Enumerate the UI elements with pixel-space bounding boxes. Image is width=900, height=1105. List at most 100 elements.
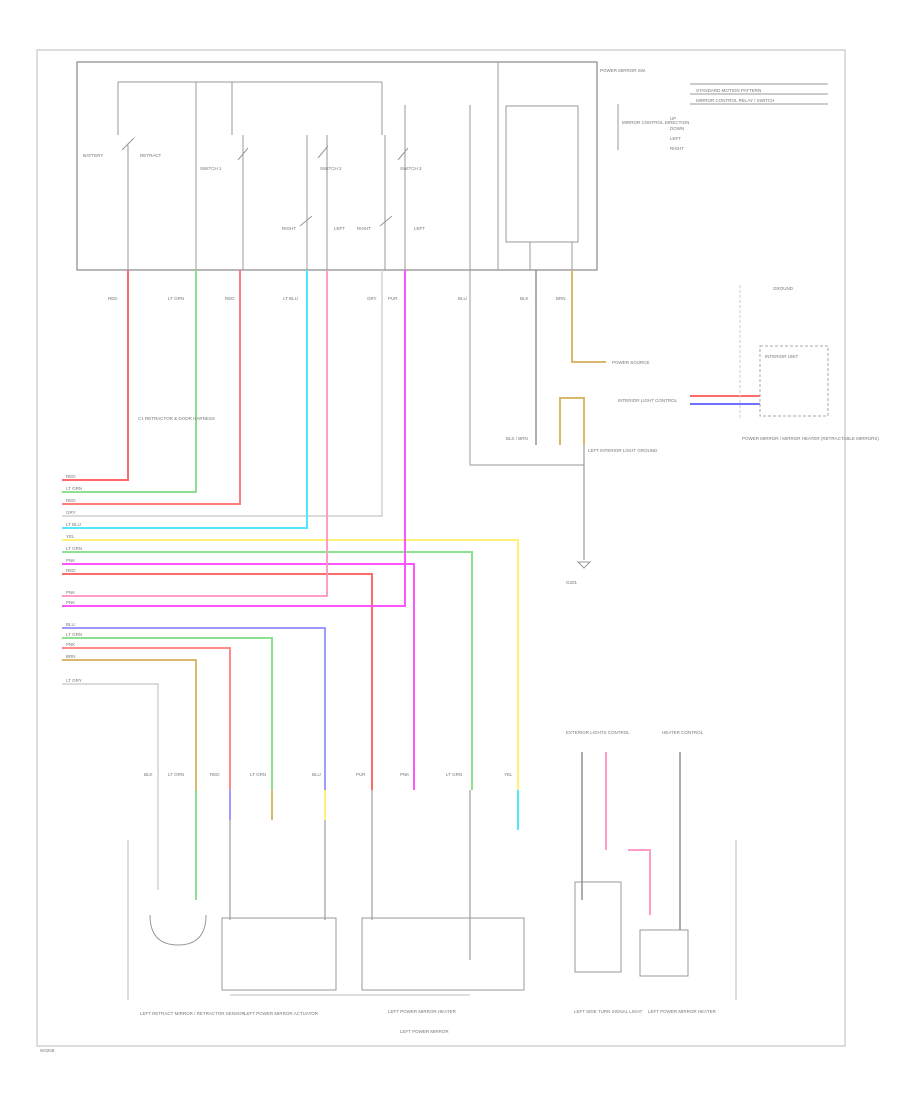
component-label-1: LEFT RETRACT MIRROR / RETRACTOR SENSOR <box>140 1011 246 1016</box>
splice-label: BLK / BRN <box>506 436 528 441</box>
sw-item-left-2: LEFT <box>414 226 425 231</box>
interior-unit-caption: POWER MIRROR / MIRROR HEATER (RETRACTABL… <box>742 436 879 441</box>
sw-item-left-1: LEFT <box>334 226 345 231</box>
top-wire-label-4: LT BLU <box>283 296 298 301</box>
sw-item-retract: RETRACT <box>140 153 162 158</box>
wire-red-2 <box>62 270 241 505</box>
power-source-label: POWER SOURCE <box>612 360 650 365</box>
left-wire-label-14: PNK <box>66 642 75 647</box>
wire-cyan <box>62 270 308 529</box>
wire-blue <box>62 627 326 790</box>
motion-table: STANDARD MOTION PATTERN MIRROR CONTROL R… <box>617 83 828 151</box>
ground-label: G201 <box>566 580 578 585</box>
ground-note: GROUND <box>773 286 794 291</box>
top-wire-label-2: LT GRN <box>168 296 184 301</box>
wire-yellow <box>62 539 519 790</box>
left-wire-label-9: RED <box>66 568 76 573</box>
left-wire-labels: RED LT GRN RED GRY LT BLU YEL LT GRN PNK… <box>66 474 82 683</box>
heater-box <box>361 917 525 991</box>
left-wire-label-10: PNK <box>66 590 75 595</box>
wire-green-3 <box>62 637 273 790</box>
bottom-label-8: LT GRN <box>446 772 462 777</box>
wire-pink-1 <box>62 270 328 597</box>
table-row-down: DOWN <box>670 126 684 131</box>
table-title-1: STANDARD MOTION PATTERN <box>696 88 761 93</box>
table-title-2: MIRROR CONTROL RELAY / SWITCH <box>696 98 774 103</box>
left-wire-label-16: LT GRY <box>66 678 82 683</box>
interior-unit-box <box>759 345 829 417</box>
bottom-label-7: PNK <box>400 772 409 777</box>
left-wire-label-13: LT GRN <box>66 632 82 637</box>
sw-item-switch2: SWITCH 2 <box>320 166 342 171</box>
left-wire-label-3: RED <box>66 498 76 503</box>
switch-box: POWER MIRROR SW. BATTERY RETRACT <box>76 61 646 271</box>
wire-tan <box>571 270 606 363</box>
left-wire-label-12: BLU <box>66 622 75 627</box>
wire-brown <box>62 659 197 790</box>
bottom-label-10: EXTERIOR LIGHTS CONTROL <box>566 730 630 735</box>
component-label-4: LEFT SIDE TURN SIGNAL LIGHT <box>574 1009 643 1014</box>
interior-light-label: INTERIOR LIGHT CONTROL <box>618 398 678 403</box>
bottom-label-6: PUR <box>356 772 366 777</box>
sw-item-right-1: RIGHT <box>282 226 296 231</box>
left-wire-label-1: RED <box>66 474 76 479</box>
footer-code: W3208 <box>40 1048 55 1053</box>
bottom-label-11: HEATER CONTROL <box>662 730 704 735</box>
actuator-box <box>221 917 337 991</box>
table-row-up: UP <box>670 116 676 121</box>
wire-pink-2 <box>62 647 231 790</box>
component-label-5: LEFT POWER MIRROR HEATER <box>648 1009 717 1014</box>
switch-box-label: POWER MIRROR SW. <box>600 68 646 73</box>
left-wire-label-8: PNK <box>66 558 75 563</box>
turn-signal-box <box>574 881 622 973</box>
bottom-label-5: BLU <box>312 772 321 777</box>
bottom-label-1: LT GRN <box>168 772 184 777</box>
left-wire-label-6: YEL <box>66 534 75 539</box>
wire-gray-1 <box>62 270 383 517</box>
sw-item-battery: BATTERY <box>83 153 103 158</box>
outer-frame <box>36 49 846 1047</box>
table-row-right: RIGHT <box>670 146 684 151</box>
ground-symbol <box>576 561 592 569</box>
wire-green-2 <box>62 551 473 790</box>
mirror-sensor-symbol <box>149 914 207 946</box>
bottom-caption: LEFT POWER MIRROR <box>400 1029 449 1034</box>
component-label-3: LEFT POWER MIRROR HEATER <box>388 1009 457 1014</box>
top-wire-label-5: GRY <box>367 296 377 301</box>
top-wire-label-9: BRN <box>556 296 566 301</box>
bottom-mid-labels: LT GRN BLK RED LT GRN BLU PUR PNK LT GRN… <box>144 730 704 777</box>
top-wire-label-7: BLU <box>458 296 467 301</box>
left-wire-label-4: GRY <box>66 510 76 515</box>
relay-label: LEFT INTERIOR LIGHT GROUND <box>588 448 658 453</box>
bottom-wire-pink-right-2 <box>628 849 651 915</box>
sw-item-switch3: SWITCH 3 <box>400 166 422 171</box>
wire-tan-2 <box>559 397 585 445</box>
connector-label: C1 RETRACTOR & DOOR HARNESS <box>138 416 215 421</box>
left-wire-label-5: LT BLU <box>66 522 81 527</box>
sw-item-right-2: RIGHT <box>357 226 371 231</box>
left-wire-label-11: PNK <box>66 600 75 605</box>
wire-red-3 <box>62 573 373 790</box>
top-wire-label-8: BLK <box>520 296 529 301</box>
component-label-2: LEFT POWER MIRROR ACTUATOR <box>244 1011 319 1016</box>
bottom-components <box>127 840 737 1000</box>
top-wire-label-3: RED <box>225 296 235 301</box>
interior-unit-label: INTERIOR UNIT <box>765 354 799 359</box>
wire-magenta-1 <box>62 563 415 790</box>
wire-green-1 <box>62 270 197 493</box>
bottom-label-3: RED <box>210 772 220 777</box>
bottom-label-9: YEL <box>504 772 513 777</box>
heater-box-2 <box>639 929 689 977</box>
table-row-header: MIRROR CONTROL DIRECTION <box>622 120 689 125</box>
bottom-label-2: BLK <box>144 772 153 777</box>
top-wire-label-6: PUR <box>388 296 398 301</box>
wire-gray-2 <box>62 683 159 790</box>
left-wire-label-2: LT GRN <box>66 486 82 491</box>
left-wire-label-7: LT GRN <box>66 546 82 551</box>
wire-black-1 <box>469 270 584 466</box>
top-wire-label-1: RED <box>108 296 118 301</box>
bottom-wires <box>157 752 681 960</box>
left-wire-label-15: BRN <box>66 654 76 659</box>
wire-magenta-2 <box>62 270 406 607</box>
